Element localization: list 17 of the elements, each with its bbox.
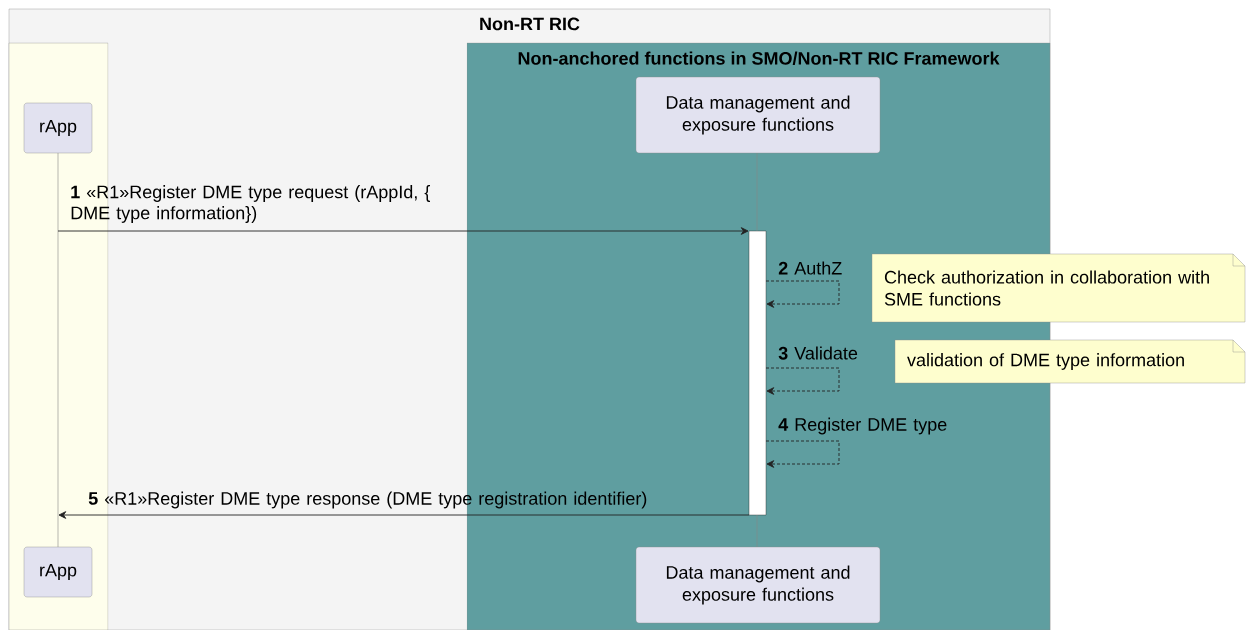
participant-box: Data management and exposure functions (635, 76, 881, 154)
edge-label: 2 AuthZ (778, 261, 842, 275)
participant-box: rApp (23, 546, 93, 598)
edge-label: 4 Register DME type (778, 417, 947, 435)
participant-box: rApp (23, 102, 93, 154)
edge-label: 3 Validate (778, 346, 858, 360)
edge-label: 1 «R1»Register DME type request (rAppId, { DME type information}) (71, 185, 430, 223)
note-box: Check authorization in collaboration with SME functions (871, 253, 1246, 323)
self-message-arrow (765, 440, 840, 468)
activation-bar (748, 230, 767, 516)
message-arrow (58, 511, 750, 519)
participant-box: Data management and exposure functions (635, 546, 881, 624)
lifeline (57, 152, 59, 548)
note-box: validation of DME type information (894, 339, 1246, 384)
self-message-arrow (765, 367, 840, 395)
self-message-arrow (765, 280, 840, 308)
message-arrow (57, 227, 749, 235)
